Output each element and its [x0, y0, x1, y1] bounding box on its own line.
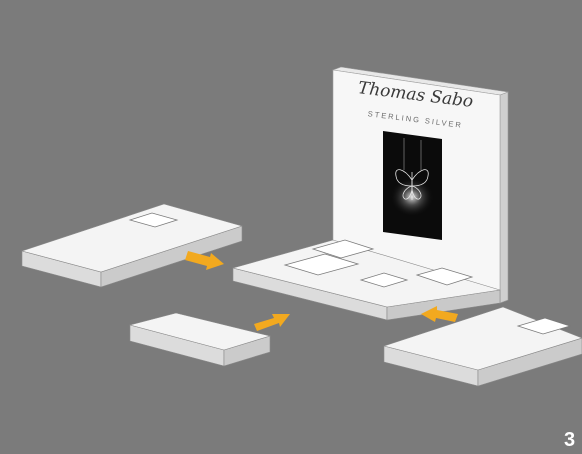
step-number: 3	[564, 429, 575, 451]
pendant-poster	[383, 131, 442, 240]
